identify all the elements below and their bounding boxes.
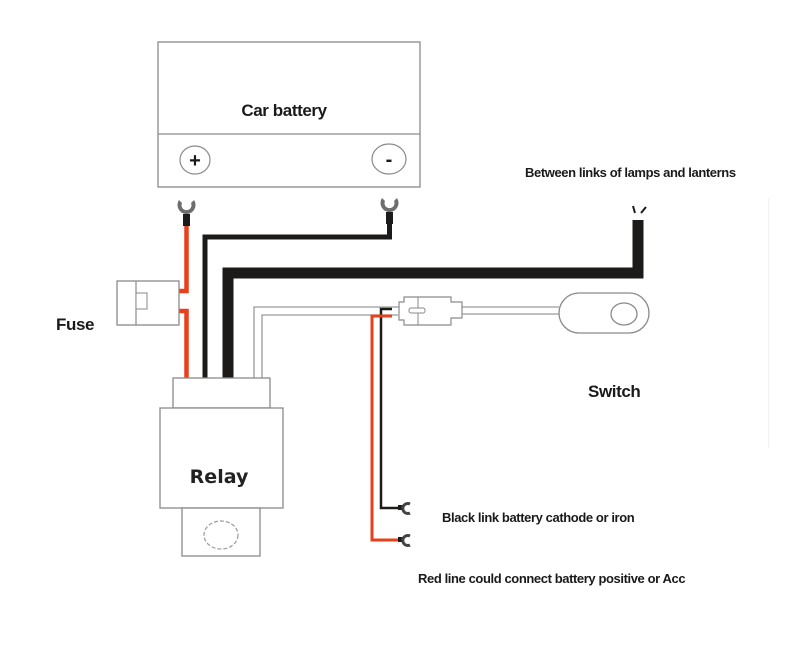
svg-text:-: -	[386, 149, 393, 171]
red-lead-wire	[370, 314, 398, 542]
relay: Relay	[159, 377, 284, 557]
fuse-body	[116, 280, 180, 326]
relay-top	[172, 377, 271, 409]
fuse	[116, 280, 180, 326]
inline-connector	[398, 296, 463, 326]
gray-wire-outer	[253, 306, 399, 378]
negative-terminal-icon: -	[371, 143, 407, 175]
switch-button-icon	[610, 302, 638, 326]
red-wire-battery-to-fuse	[179, 226, 189, 294]
relay-mount-hole-icon	[203, 520, 239, 550]
black-lead-lug-icon	[398, 502, 411, 515]
switch	[558, 292, 650, 334]
black-wire-to-lamp	[222, 220, 644, 378]
negative-lug-icon	[380, 198, 399, 224]
gray-wire-inner	[261, 314, 398, 378]
relay-label: Relay	[190, 466, 249, 488]
car-battery: Car battery + -	[157, 41, 421, 188]
positive-terminal-icon: +	[179, 145, 211, 175]
black-wire-battery-negative	[202, 224, 392, 378]
switch-label: Switch	[588, 382, 640, 401]
black-lead-annotation: Black link battery cathode or iron	[442, 510, 635, 525]
red-lead-annotation: Red line could connect battery positive …	[418, 571, 685, 586]
positive-lug-icon	[177, 200, 196, 226]
battery-label: Car battery	[241, 101, 327, 120]
red-lead-lug-icon	[398, 534, 411, 547]
lamp-wire-end-icon	[632, 205, 647, 214]
fuse-label: Fuse	[56, 315, 94, 334]
svg-text:+: +	[189, 150, 201, 172]
relay-mount	[181, 507, 261, 557]
red-wire-fuse-to-relay	[179, 308, 189, 378]
relay-body	[159, 407, 284, 509]
black-lead-wire	[379, 307, 398, 510]
lamp-connection-annotation: Between links of lamps and lanterns	[525, 165, 736, 180]
